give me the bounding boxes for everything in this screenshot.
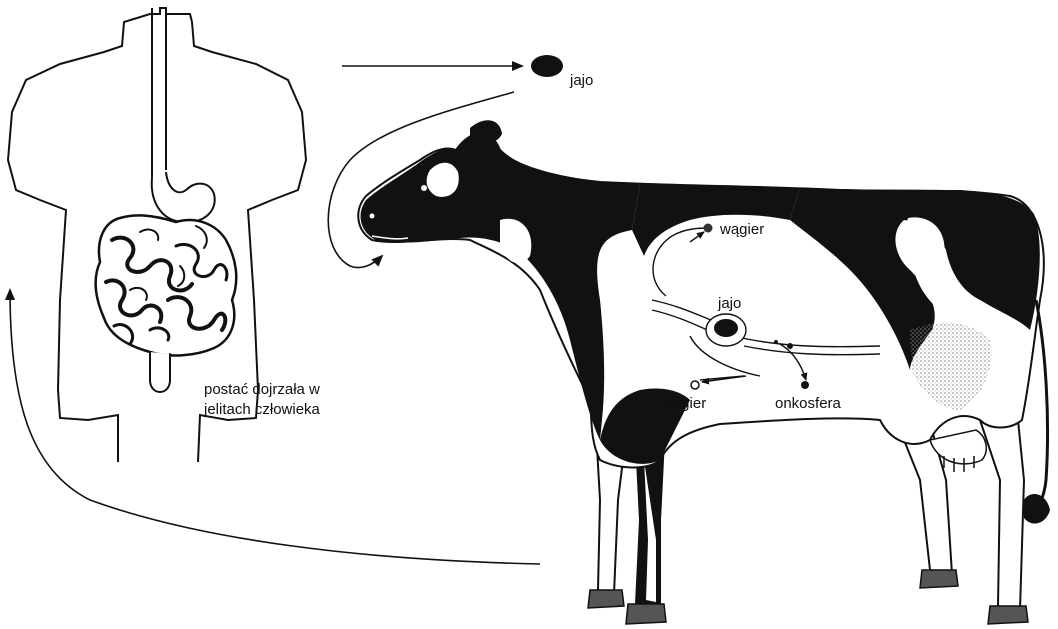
label-adult-line1: postać dojrzała w — [204, 381, 320, 398]
label-wagier-lower: wągier — [661, 395, 706, 412]
cow-eye — [421, 185, 427, 191]
cycle-arrows — [10, 66, 540, 564]
cow-tail-tuft — [1024, 494, 1050, 524]
wagier-lower-dot — [691, 381, 699, 389]
wagier-upper-dot — [704, 224, 713, 233]
label-adult-line2: jelitach człowieka — [203, 401, 321, 418]
cow-nostril — [370, 214, 375, 219]
esophagus — [152, 8, 166, 180]
intestines — [96, 215, 237, 392]
stomach — [152, 172, 215, 222]
inner-egg — [714, 319, 738, 337]
label-wagier-upper: wągier — [719, 221, 764, 238]
cow — [358, 120, 1050, 624]
label-onkosfera: onkosfera — [775, 395, 842, 412]
label-egg-top: jajo — [569, 72, 593, 89]
arrow-cow-to-human — [10, 290, 540, 564]
egg-top — [531, 55, 563, 77]
onkosfera-dot — [801, 381, 809, 389]
label-jajo-inside: jajo — [717, 295, 741, 312]
